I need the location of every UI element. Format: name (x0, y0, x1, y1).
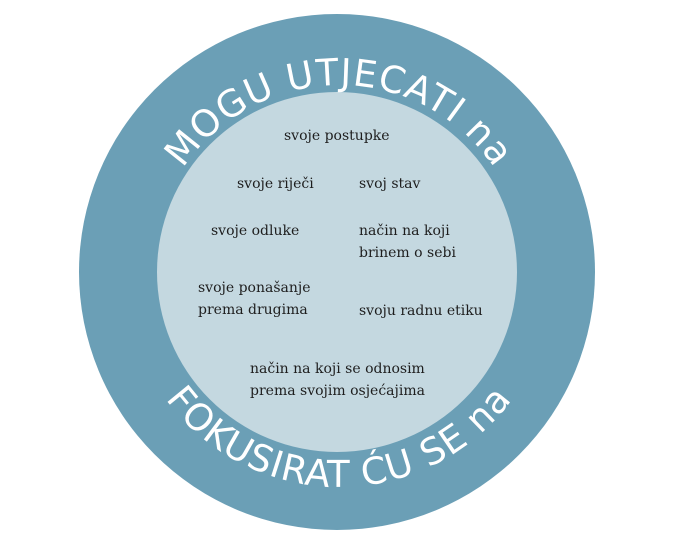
item-line: svoje riječi (237, 176, 314, 192)
item-line: prema svojim osjećajima (250, 383, 425, 399)
item-nacin-osjecaji: način na koji se odnosim prema svojim os… (250, 358, 425, 402)
item-svoj-stav: svoj stav (359, 173, 420, 195)
item-line: svoje odluke (211, 223, 300, 239)
item-svoje-ponasanje: svoje ponašanje prema drugima (198, 277, 311, 321)
item-line: brinem o sebi (359, 245, 456, 261)
item-svoje-odluke: svoje odluke (211, 220, 299, 242)
item-line: prema drugima (198, 302, 308, 318)
item-line: način na koji se odnosim (250, 361, 425, 377)
item-line: svoj stav (359, 176, 421, 192)
item-nacin-brinem: način na koji brinem o sebi (359, 220, 456, 264)
item-svoje-postupke: svoje postupke (284, 125, 390, 147)
item-radna-etika: svoju radnu etiku (359, 300, 483, 322)
item-line: svoje ponašanje (198, 280, 311, 296)
item-svoje-rijeci: svoje riječi (237, 173, 314, 195)
item-line: svoje postupke (284, 128, 390, 144)
item-line: svoju radnu etiku (359, 303, 483, 319)
inner-circle (157, 92, 517, 452)
item-line: način na koji (359, 223, 450, 239)
